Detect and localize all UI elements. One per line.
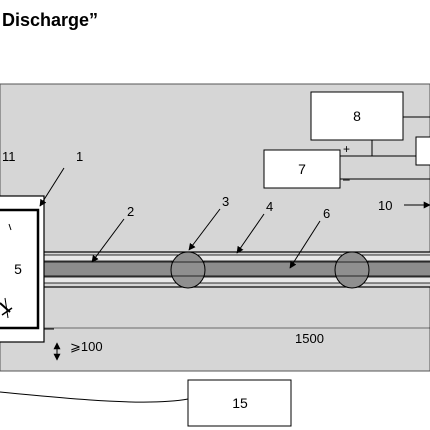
callout-4: 4 [266, 199, 273, 214]
box-7-label: 7 [298, 161, 306, 177]
callout-3: 3 [222, 194, 229, 209]
callout-11: 11 [2, 149, 16, 164]
chamber-blade-3 [4, 297, 9, 319]
leader-2 [91, 218, 125, 263]
box-8 [310, 91, 404, 141]
figure-title: Discharge” [2, 10, 99, 30]
polarity-minus: – [343, 172, 350, 186]
dimension-gap-label: ⩾100 [70, 339, 103, 354]
tube-upper-wall [39, 254, 430, 262]
box-right-partial [415, 136, 430, 166]
leader-6 [289, 220, 321, 269]
tube-core [39, 261, 430, 277]
cable-to-box-15 [0, 391, 189, 403]
callout-2: 2 [127, 204, 134, 219]
leader-3 [188, 208, 221, 251]
leader-4 [236, 213, 265, 254]
chamber-tick [8, 223, 12, 231]
box-8-label: 8 [353, 108, 361, 124]
tube-bulb-left [170, 251, 206, 289]
callout-6: 6 [323, 206, 330, 221]
box-5-label: 5 [14, 261, 22, 277]
tube-bulb-right [334, 251, 370, 289]
callout-1: 1 [76, 149, 83, 164]
box-15-label: 15 [232, 395, 248, 411]
dimension-length-label: 1500 [295, 331, 324, 346]
polarity-plus: + [343, 142, 350, 156]
leader-1 [39, 167, 65, 207]
callout-10: 10 [378, 198, 392, 213]
box-15 [187, 379, 292, 427]
box-7 [263, 149, 341, 189]
tube-lower-wall [39, 276, 430, 284]
